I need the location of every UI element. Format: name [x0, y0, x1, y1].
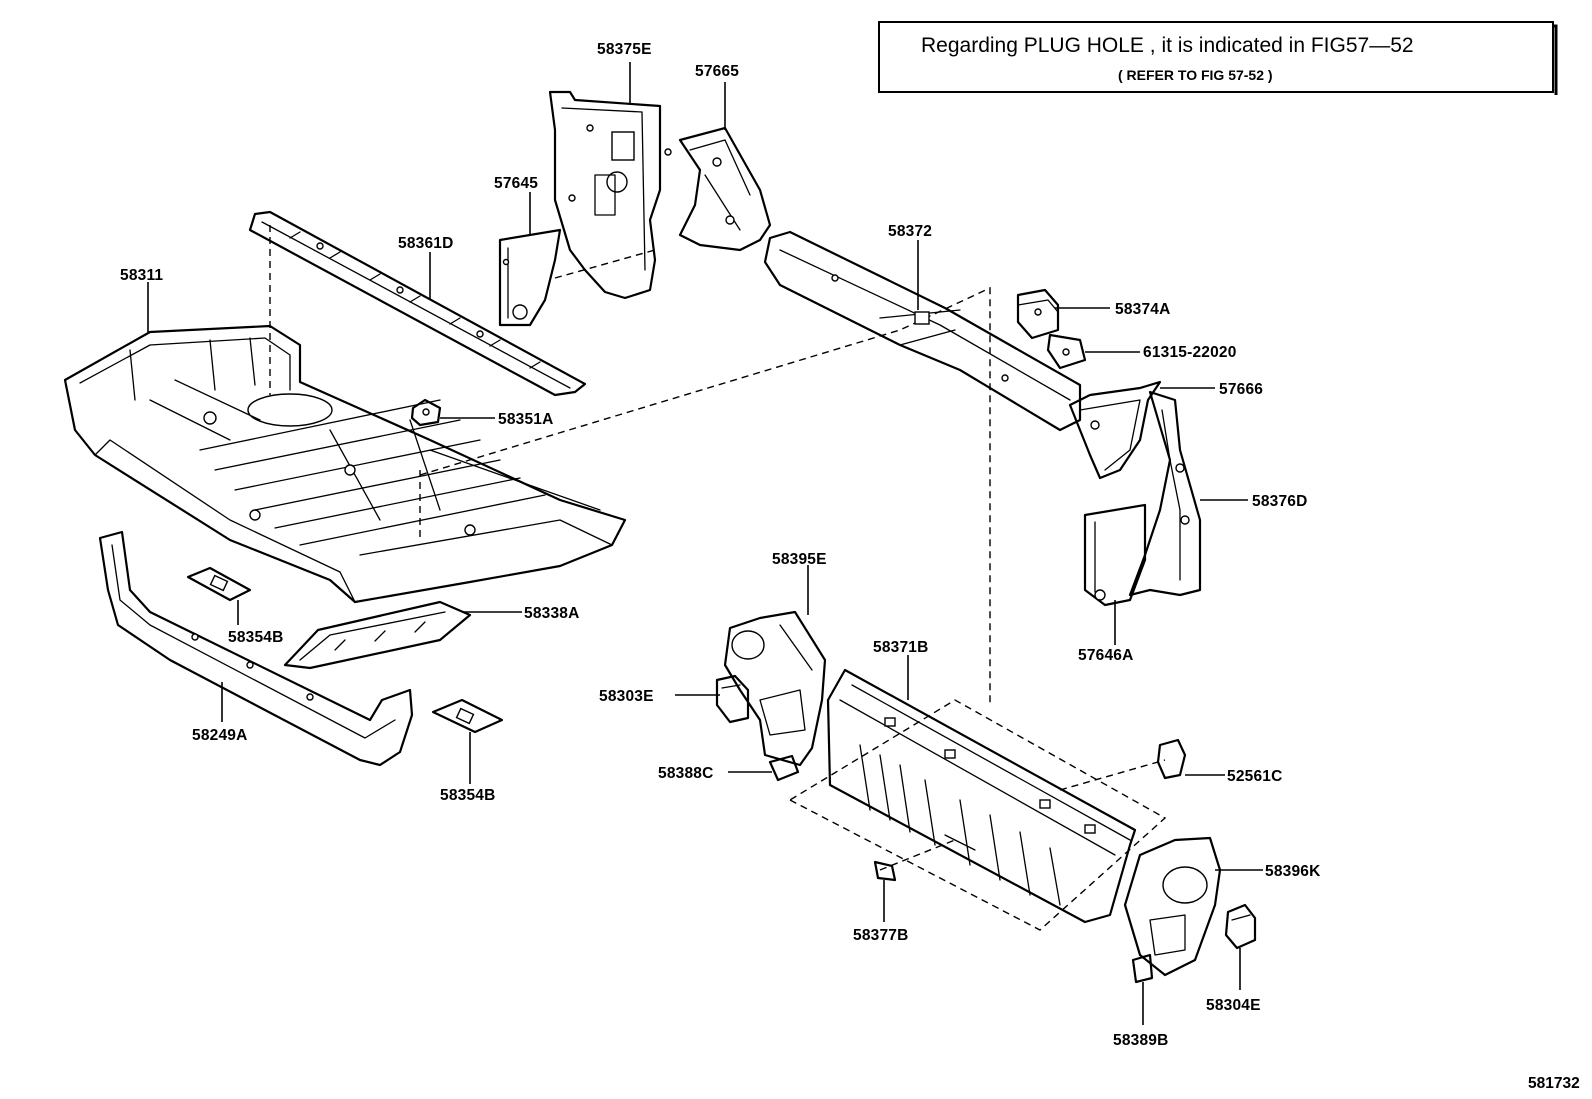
callout-58249A[interactable]: 58249A	[192, 727, 248, 744]
callout-58375E[interactable]: 58375E	[597, 41, 652, 58]
clip-58377B[interactable]	[873, 860, 897, 882]
quarter-panel-58376D[interactable]	[1128, 390, 1202, 597]
callout-58351A[interactable]: 58351A	[498, 411, 554, 428]
callout-52561C[interactable]: 52561C	[1227, 768, 1283, 785]
clip-61315-22020[interactable]	[1046, 333, 1087, 370]
panel-58396K[interactable]	[1123, 836, 1222, 977]
figure-number: 581732	[1528, 1075, 1580, 1092]
plate-57646A[interactable]	[1083, 503, 1147, 607]
callout-57665[interactable]: 57665	[695, 63, 739, 80]
note-reference-text: ( REFER TO FIG 57-52 )	[1118, 67, 1273, 83]
callout-58354B-bottom[interactable]: 58354B	[440, 787, 496, 804]
callout-58389B[interactable]: 58389B	[1113, 1032, 1169, 1049]
callout-61315-22020[interactable]: 61315-22020	[1143, 344, 1237, 361]
callout-58372[interactable]: 58372	[888, 223, 932, 240]
cover-58354B-top[interactable]	[186, 566, 252, 602]
quarter-panel-58375E[interactable]	[548, 90, 672, 300]
rear-rail-58361D[interactable]	[248, 210, 587, 397]
callout-58338A[interactable]: 58338A	[524, 605, 580, 622]
cross-member-58372[interactable]	[763, 230, 1082, 432]
callout-58304E[interactable]: 58304E	[1206, 997, 1261, 1014]
leader-lines	[147, 62, 1263, 1025]
floor-pan-58311[interactable]	[63, 324, 627, 604]
plate-57645[interactable]	[498, 228, 562, 327]
note-main-text: Regarding PLUG HOLE , it is indicated in…	[921, 34, 1414, 57]
callout-58361D[interactable]: 58361D	[398, 235, 454, 252]
pillar-57665[interactable]	[678, 126, 772, 252]
callout-58371B[interactable]: 58371B	[873, 639, 929, 656]
callout-58377B[interactable]: 58377B	[853, 927, 909, 944]
callout-57645[interactable]: 57645	[494, 175, 538, 192]
callout-57646A[interactable]: 57646A	[1078, 647, 1134, 664]
bracket-58303E[interactable]	[715, 674, 750, 724]
callout-57666[interactable]: 57666	[1219, 381, 1263, 398]
callout-58303E[interactable]: 58303E	[599, 688, 654, 705]
reinforcement-58338A[interactable]	[283, 600, 472, 670]
callout-58376D[interactable]: 58376D	[1252, 493, 1308, 510]
pillar-57666[interactable]	[1068, 380, 1162, 480]
rear-panel-58371B[interactable]	[826, 668, 1137, 924]
bracket-58388C[interactable]	[768, 754, 800, 782]
callout-58374A[interactable]: 58374A	[1115, 301, 1171, 318]
bracket-58389B[interactable]	[1131, 953, 1154, 984]
grommet-52561C[interactable]	[1156, 738, 1187, 780]
bracket-58374A[interactable]	[1016, 288, 1060, 340]
panel-58395E[interactable]	[723, 610, 827, 767]
note-box: Regarding PLUG HOLE , it is indicated in…	[878, 21, 1558, 95]
callout-58395E[interactable]: 58395E	[772, 551, 827, 568]
callout-58396K[interactable]: 58396K	[1265, 863, 1321, 880]
callout-labels: 58375E 57665 57645 58361D 58311 58372 58…	[120, 41, 1321, 1049]
callout-58388C[interactable]: 58388C	[658, 765, 714, 782]
clip-58351A[interactable]	[410, 398, 442, 427]
assembly-dash-lines	[269, 225, 1167, 931]
side-rail-58249A[interactable]	[98, 530, 414, 767]
callout-58354B-top[interactable]: 58354B	[228, 629, 284, 646]
bracket-58304E[interactable]	[1224, 903, 1257, 950]
cover-58354B-bottom[interactable]	[431, 698, 504, 734]
callout-58311[interactable]: 58311	[120, 267, 163, 284]
